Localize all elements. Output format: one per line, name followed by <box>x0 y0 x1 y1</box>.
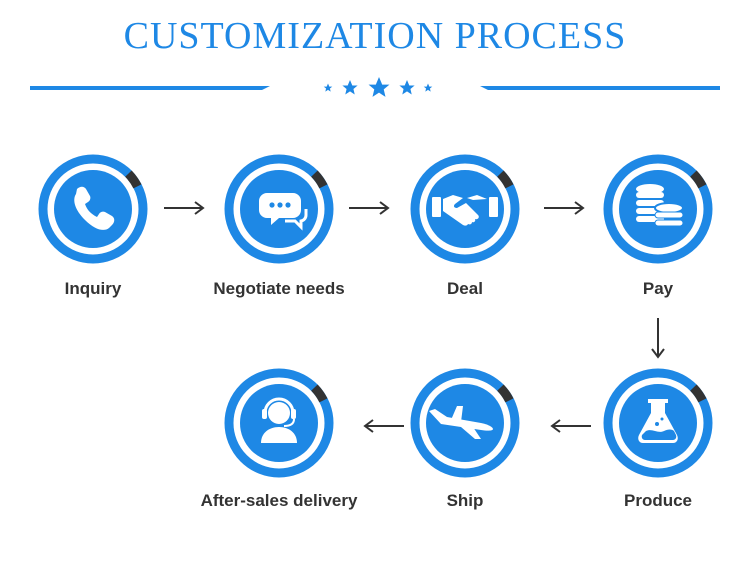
chat-bubbles-icon <box>259 193 308 231</box>
step-label: After-sales delivery <box>200 491 358 510</box>
airplane-icon <box>429 406 493 439</box>
headset-icon <box>261 397 297 443</box>
step-ship <box>409 367 521 479</box>
step-label: Ship <box>446 491 484 510</box>
step-produce <box>602 367 714 479</box>
step-deal <box>409 153 521 265</box>
step-label: Deal <box>447 279 483 298</box>
arrow-right <box>544 201 585 215</box>
phone-icon <box>74 186 115 230</box>
step-label: Produce <box>623 491 693 510</box>
arrow-right <box>164 201 205 215</box>
arrow-left <box>550 419 591 433</box>
title-divider <box>30 77 720 97</box>
arrow-left <box>363 419 404 433</box>
step-after-sales-delivery <box>223 367 335 479</box>
arrow-down <box>651 318 665 359</box>
star-icons <box>323 77 433 97</box>
step-label: Pay <box>642 279 674 298</box>
arrow-right <box>349 201 390 215</box>
page-title: CUSTOMIZATION PROCESS <box>123 15 627 57</box>
flask-icon <box>638 399 678 443</box>
step-inquiry <box>37 153 149 265</box>
handshake-icon <box>432 195 498 226</box>
step-label: Inquiry <box>64 279 122 298</box>
step-pay <box>602 153 714 265</box>
step-negotiate-needs <box>223 153 335 265</box>
coins-icon <box>636 184 684 227</box>
step-label: Negotiate needs <box>213 279 345 298</box>
